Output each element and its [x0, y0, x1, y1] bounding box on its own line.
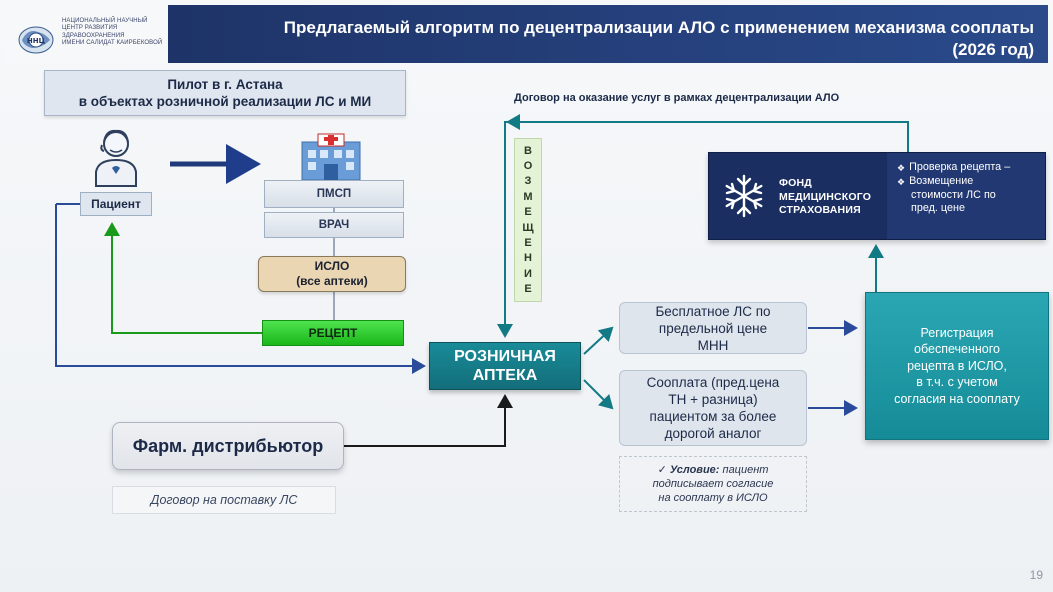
- condition-text-1: пациент: [719, 464, 769, 476]
- pilot-line-1: Пилот в г. Астана: [167, 77, 283, 92]
- title-line-1: Предлагаемый алгоритм по децентрализации…: [283, 18, 1034, 37]
- fund-bullet-check: ❖Проверка рецепта –: [897, 161, 1039, 175]
- logo-line: ИМЕНИ САЛИДАТ КАИРБЕКОВОЙ: [62, 40, 163, 47]
- arrow-distributor-to-retail: [344, 394, 513, 447]
- checkmark-icon: ✓: [657, 464, 667, 476]
- patient-label: Пациент: [80, 192, 152, 216]
- pmsp-label: ПМСП: [316, 188, 352, 200]
- reimbursement-letter: Е: [524, 206, 532, 219]
- condition-line-3: на сооплату в ИСЛО: [658, 492, 768, 504]
- islo-line-2: (все аптеки): [296, 274, 368, 288]
- free-line-3: МНН: [697, 337, 729, 353]
- pmsp-box: ПМСП: [264, 180, 404, 208]
- pilot-line-2: в объектах розничной реализации ЛС и МИ: [78, 94, 372, 109]
- fund-bullet-reimburse: ❖Возмещение: [897, 175, 1039, 189]
- registration-line-2: обеспеченного: [914, 342, 1000, 357]
- patient-person-icon: [95, 129, 137, 187]
- condition-label: Условие:: [669, 464, 720, 476]
- islo-line-1: ИСЛО: [314, 259, 350, 273]
- reimbursement-letter: Е: [524, 237, 532, 250]
- reimbursement-letter: Щ: [522, 221, 534, 234]
- fund-bullet-2-cont-1: стоимости ЛС по: [911, 189, 996, 201]
- free-line-1: Бесплатное ЛС по: [655, 303, 771, 319]
- snowflake-fund-logo-icon: [725, 174, 763, 218]
- registration-line-1: Регистрация: [920, 325, 994, 340]
- reimbursement-letter: О: [523, 160, 533, 173]
- logo-line: НАЦИОНАЛЬНЫЙ НАУЧНЫЙ: [62, 18, 148, 24]
- patient-label-text: Пациент: [91, 197, 141, 211]
- reimbursement-letter: И: [524, 267, 532, 280]
- health-insurance-fund-box: ФОНД МЕДИЦИНСКОГО СТРАХОВАНИЯ ❖Проверка …: [708, 152, 1046, 240]
- supply-contract-label: Договор на поставку ЛС: [112, 486, 336, 514]
- retail-pharmacy-box: РОЗНИЧНАЯ АПТЕКА: [429, 342, 581, 390]
- fund-brand: ФОНД МЕДИЦИНСКОГО СТРАХОВАНИЯ: [709, 153, 887, 239]
- retail-line-2: АПТЕКА: [472, 367, 538, 384]
- condition-line-2: подписывает согласие: [652, 478, 774, 490]
- logo-line: ЦЕНТР РАЗВИТИЯ ЗДРАВООХРАНЕНИЯ: [62, 25, 125, 39]
- hospital-building-icon: [301, 133, 361, 180]
- page-title: Предлагаемый алгоритм по децентрализации…: [274, 17, 1034, 61]
- arrow-patient-to-retail: [55, 204, 426, 374]
- doctor-label: ВРАЧ: [318, 219, 350, 231]
- title-line-2: (2026 год): [952, 40, 1034, 59]
- page-number: 19: [1029, 568, 1043, 582]
- diamond-bullet-icon: ❖: [897, 177, 906, 187]
- registration-line-5: согласия на сооплату: [894, 391, 1020, 406]
- fund-name-line-3: СТРАХОВАНИЯ: [779, 204, 861, 216]
- free-line-2: предельной цене: [658, 320, 768, 336]
- fund-bullet-1-text: Проверка рецепта –: [909, 161, 1011, 173]
- fund-functions: ❖Проверка рецепта – ❖Возмещение стоимост…: [887, 153, 1045, 239]
- reimbursement-letter: В: [524, 144, 532, 157]
- distributor-label: Фарм. дистрибьютор: [132, 435, 324, 456]
- prescription-box: РЕЦЕПТ: [262, 320, 404, 346]
- prescription-label: РЕЦЕПТ: [308, 326, 358, 340]
- registration-line-3: рецепта в ИСЛО,: [907, 358, 1007, 373]
- copay-line-1: Сооплата (пред.цена: [646, 375, 780, 390]
- doctor-box: ВРАЧ: [264, 212, 404, 238]
- reimbursement-letter: М: [523, 190, 533, 203]
- pharma-distributor-box: Фарм. дистрибьютор: [112, 422, 344, 470]
- registration-line-4: в т.ч. с учетом: [916, 375, 998, 390]
- islo-box: ИСЛО (все аптеки): [258, 256, 406, 292]
- registration-box: Регистрация обеспеченного рецепта в ИСЛО…: [865, 292, 1049, 440]
- copayment-box: Сооплата (пред.цена ТН + разница) пациен…: [619, 370, 807, 446]
- pilot-box: Пилот в г. Астана в объектах розничной р…: [44, 70, 406, 116]
- reimbursement-letter: Н: [524, 252, 532, 265]
- reimbursement-letter: З: [524, 175, 532, 188]
- copay-line-2: ТН + разница): [668, 392, 758, 407]
- contract-services-label: Договор на оказание услуг в рамках децен…: [514, 92, 840, 104]
- condition-note: ✓ Условие: пациент подписывает согласие …: [619, 456, 807, 512]
- logo-text: НАЦИОНАЛЬНЫЙ НАУЧНЫЙ ЦЕНТР РАЗВИТИЯ ЗДРА…: [62, 18, 170, 48]
- fund-name-line-1: ФОНД: [779, 177, 812, 189]
- arrow-retail-to-copay: [583, 379, 614, 410]
- svg-text:ННЦ: ННЦ: [27, 37, 46, 45]
- retail-line-1: РОЗНИЧНАЯ: [454, 348, 556, 365]
- free-medicine-box: Бесплатное ЛС по предельной цене МНН: [619, 302, 807, 354]
- organization-logo: ННЦ НАЦИОНАЛЬНЫЙ НАУЧНЫЙ ЦЕНТР РАЗВИТИЯ …: [6, 6, 168, 64]
- copay-line-4: дорогой аналог: [664, 426, 762, 441]
- reimbursement-letter: Е: [524, 283, 532, 296]
- reimbursement-vertical-label: В О З М Е Щ Е Н И Е: [514, 138, 542, 302]
- diamond-bullet-icon: ❖: [897, 163, 906, 173]
- condition-line-1: ✓ Условие: пациент: [658, 463, 769, 477]
- supply-contract-text: Договор на поставку ЛС: [150, 493, 298, 507]
- arrow-recept-to-patient: [104, 222, 262, 334]
- organization-logo-icon: ННЦ: [18, 26, 54, 54]
- fund-name: ФОНД МЕДИЦИНСКОГО СТРАХОВАНИЯ: [779, 177, 871, 218]
- arrow-fund-to-retail: [497, 121, 909, 338]
- header-bar: Предлагаемый алгоритм по децентрализации…: [168, 5, 1048, 63]
- fund-bullet-2-text: Возмещение: [909, 175, 974, 187]
- copay-line-3: пациентом за более: [649, 409, 777, 424]
- arrow-retail-to-free: [583, 326, 614, 355]
- fund-bullet-2-cont-2: пред. цене: [911, 202, 965, 214]
- fund-name-line-2: МЕДИЦИНСКОГО: [779, 190, 872, 203]
